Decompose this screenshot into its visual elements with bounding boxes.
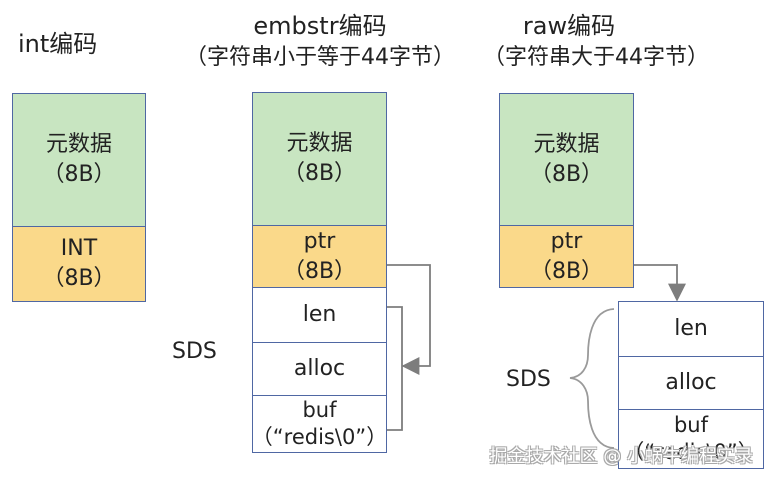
embstr-buf-box: buf （“redis\0”）: [252, 395, 387, 453]
watermark-text: 掘金技术社区 @ 小蜗牛编程实录: [489, 446, 753, 467]
raw-pointer-arrow: [634, 264, 686, 302]
raw-alloc-label: alloc: [665, 370, 717, 395]
raw-metadata-size: （8B）: [529, 161, 604, 187]
raw-metadata-label: 元数据: [533, 131, 600, 157]
embstr-alloc-box: alloc: [252, 342, 387, 396]
raw-len-label: len: [674, 316, 708, 341]
raw-buf-box: buf （“redis\0”）: [618, 409, 764, 469]
raw-encoding-subtitle: （字符串大于44字节）: [483, 45, 709, 70]
int-value-box: INT （8B）: [12, 226, 146, 302]
embstr-buf-value: （“redis\0”）: [251, 425, 388, 449]
raw-buf-value: （“redis\0”）: [623, 440, 759, 464]
embstr-encoding-subtitle: （字符串小于等于44字节）: [185, 45, 455, 70]
raw-metadata-box: 元数据 （8B）: [499, 93, 634, 226]
embstr-ptr-size: （8B）: [282, 258, 357, 284]
embstr-sds-label: SDS: [172, 339, 217, 364]
raw-sds-brace: [569, 308, 615, 449]
raw-encoding-title: raw编码: [522, 12, 616, 40]
embstr-len-box: len: [252, 287, 387, 343]
embstr-encoding-title: embstr编码: [253, 12, 387, 40]
raw-ptr-box: ptr （8B）: [499, 225, 634, 288]
raw-ptr-label: ptr: [550, 228, 583, 254]
embstr-metadata-label: 元数据: [286, 131, 353, 156]
int-value-label: INT: [60, 236, 98, 261]
embstr-metadata-box: 元数据 （8B）: [252, 92, 387, 226]
embstr-len-label: len: [302, 302, 337, 327]
embstr-ptr-box: ptr （8B）: [252, 225, 387, 288]
raw-ptr-size: （8B）: [529, 258, 604, 284]
embstr-metadata-size: （8B）: [282, 161, 357, 186]
int-metadata-size: （8B）: [42, 162, 116, 187]
embstr-ptr-label: ptr: [303, 228, 336, 254]
embstr-alloc-label: alloc: [293, 356, 346, 381]
embstr-sds-bracket-left: [387, 306, 403, 431]
int-metadata-label: 元数据: [45, 132, 112, 157]
embstr-buf-label: buf: [302, 398, 337, 422]
int-encoding-title: int编码: [18, 30, 98, 58]
int-metadata-box: 元数据 （8B）: [12, 93, 146, 227]
raw-alloc-box: alloc: [618, 356, 764, 410]
raw-buf-label: buf: [673, 413, 709, 437]
embstr-pointer-arrow: [387, 264, 431, 375]
raw-sds-label: SDS: [506, 367, 551, 392]
raw-len-box: len: [618, 301, 764, 357]
int-value-size: （8B）: [42, 266, 116, 291]
